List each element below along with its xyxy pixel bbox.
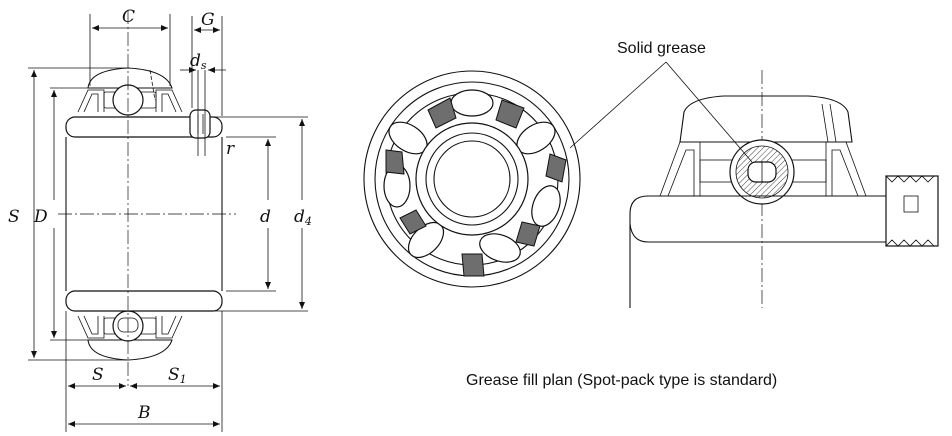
set-screw [189, 109, 211, 139]
label-d4: d4 [294, 207, 312, 228]
ball-7 [531, 185, 561, 227]
detail-screw-thread-top [885, 175, 935, 183]
inner-ring-outer [415, 122, 529, 236]
seal-right-bottom-inner [161, 315, 177, 335]
grease-spot-3 [545, 153, 567, 183]
front-view [363, 70, 581, 288]
detail-seal-right-inner [831, 149, 859, 197]
label-ds: ds [190, 51, 207, 72]
ball-2 [450, 89, 494, 117]
seal-left-bottom [77, 315, 105, 339]
detail-grease-hole [821, 103, 829, 143]
grease-hole-line [149, 69, 156, 101]
grease-detail-view [629, 70, 939, 308]
bore-circle [433, 140, 511, 218]
label-r: r [226, 139, 235, 159]
outer-ring-bottom [87, 339, 173, 361]
label-s-bottom: S [92, 365, 104, 385]
section-view: C G ds r S D d [4, 7, 312, 432]
seal-right-bottom [155, 315, 183, 339]
detail-screw-socket [903, 195, 919, 213]
seal-left-top [77, 89, 105, 113]
grease-spot-6 [461, 253, 485, 277]
seal-left-top-inner [83, 93, 99, 113]
callout-label: Solid grease [617, 40, 706, 57]
seal-right-top-inner [161, 93, 177, 113]
detail-seal-left-inner [667, 149, 695, 197]
label-s-bg [4, 204, 26, 226]
detail-inner-ring-corner [629, 223, 649, 243]
grease-spot-4 [385, 149, 405, 175]
detail-set-screw [885, 175, 939, 247]
outer-circle [363, 70, 581, 288]
detail-outer-ring [679, 95, 853, 143]
label-d-big: D [33, 207, 48, 227]
inner-ring-bottom [65, 290, 223, 312]
seal-right-top [155, 89, 183, 113]
inner-ring-top [65, 116, 223, 138]
grease-fill-plan-caption: Grease fill plan (Spot-pack type is stan… [466, 372, 777, 389]
grease-spots [385, 97, 567, 277]
grease-spot-5 [399, 209, 427, 235]
label-s-left: S [8, 207, 20, 227]
inner-ring-bore [425, 132, 519, 226]
leader-to-front-view [569, 61, 667, 149]
label-d-small: d [260, 207, 271, 227]
ball-6 [479, 233, 521, 263]
solid-grease-callout: Solid grease [569, 40, 753, 163]
grease-spot-2 [495, 99, 525, 129]
label-g: G [201, 10, 215, 30]
detail-screw-thread-bottom [885, 239, 935, 247]
grease-spot-1 [427, 97, 457, 129]
detail-inner-ring-top [629, 195, 930, 308]
grease-spot-7 [515, 221, 541, 247]
outer-ring-top [87, 67, 173, 89]
leader-to-detail-view [665, 61, 753, 163]
seal-left-bottom-inner [83, 315, 99, 335]
label-c: C [122, 7, 135, 27]
detail-grease-hole-2 [829, 103, 837, 143]
label-b: B [137, 403, 151, 423]
label-s1: S1 [168, 365, 187, 386]
